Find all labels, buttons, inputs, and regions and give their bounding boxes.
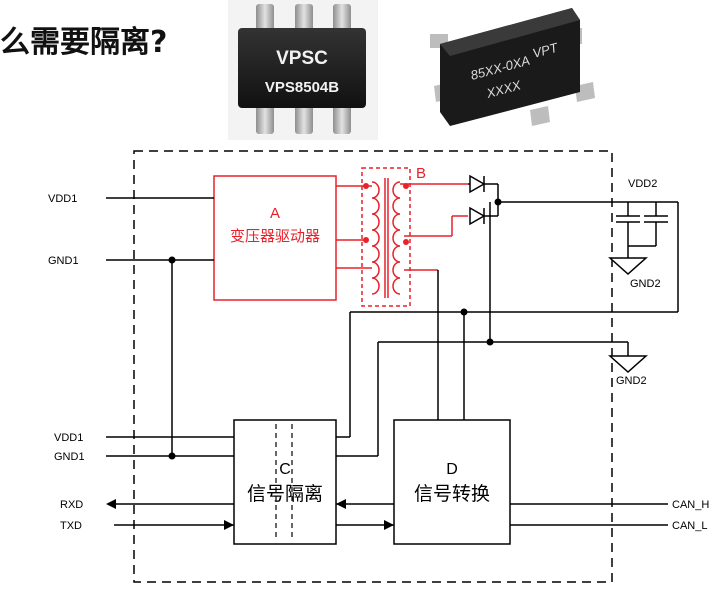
label-vdd1-bottom: VDD1 [54, 432, 83, 444]
page-title: 么需要隔离? [0, 25, 167, 60]
chip2-line1-text: VPT [531, 40, 560, 61]
label-gnd2-b: GND2 [616, 375, 647, 387]
label-gnd2-a: GND2 [630, 278, 661, 290]
block-c-name: 信号隔离 [247, 483, 323, 505]
chip1-part-text: VPS8504B [265, 79, 339, 96]
block-a-letter: A [270, 205, 280, 222]
chip-transformer-image: VPT 85XX-0XA XXXX [430, 8, 595, 126]
block-d-letter: D [446, 461, 458, 478]
label-rxd: RXD [60, 499, 83, 511]
block-b-letter: B [416, 165, 426, 182]
label-can-l: CAN_L [672, 520, 707, 532]
circuit-wiring [106, 174, 679, 545]
transformer-windings [336, 178, 468, 298]
label-can-h: CAN_H [672, 499, 709, 511]
label-gnd1-top: GND1 [48, 255, 79, 267]
label-txd: TXD [60, 520, 82, 532]
block-b-transformer [361, 167, 411, 307]
junction-dots [168, 198, 502, 460]
block-a-name: 变压器驱动器 [230, 228, 320, 245]
isolation-boundary [133, 150, 613, 583]
label-vdd1-top: VDD1 [48, 193, 77, 205]
signal-arrows [106, 499, 394, 530]
transformer-dots [363, 183, 409, 245]
label-vdd2: VDD2 [628, 178, 657, 190]
chip-vps8504b-image: VPSC VPS8504B [228, 0, 378, 140]
chip1-brand-text: VPSC [276, 48, 328, 69]
block-c-isolation-barrier [275, 424, 293, 540]
label-gnd1-bottom: GND1 [54, 451, 85, 463]
block-a-transformer-driver [213, 175, 337, 301]
block-c-letter: C [279, 461, 291, 478]
block-d-name: 信号转换 [414, 483, 490, 505]
